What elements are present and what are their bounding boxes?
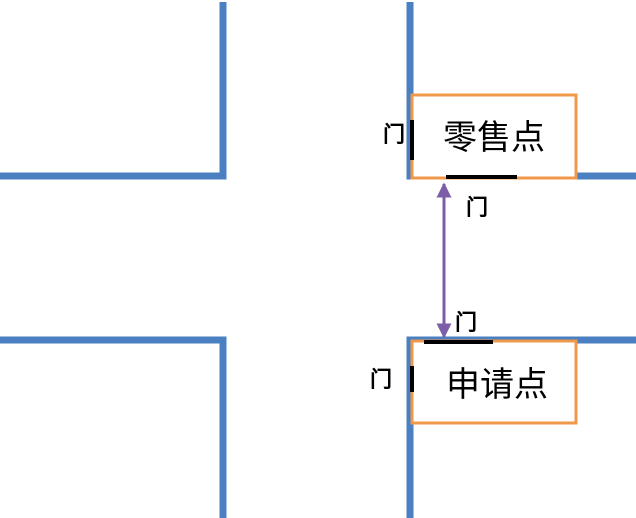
building-retail-label: 零售点 <box>443 118 545 158</box>
road-edge-bottom-left <box>0 336 227 518</box>
building-retail[interactable]: 零售点 <box>410 93 578 180</box>
door-label-retail-bottom: 门 <box>466 195 488 221</box>
building-application-label: 申请点 <box>446 365 548 405</box>
building-application[interactable]: 申请点 <box>410 339 578 425</box>
building-application-box <box>410 339 578 425</box>
door-label-retail-side: 门 <box>383 122 405 148</box>
road-edge-top-left <box>0 2 227 180</box>
door-label-application-side: 门 <box>370 367 392 393</box>
door-label-application-top: 门 <box>455 310 477 336</box>
